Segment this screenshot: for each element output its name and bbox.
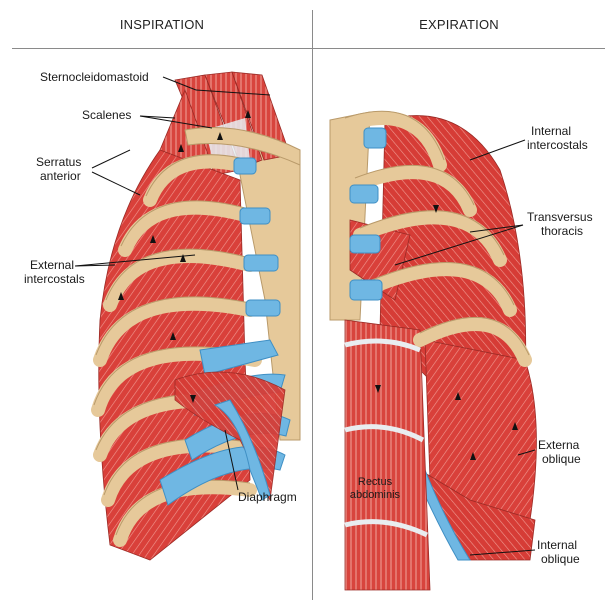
- label-internal-intercostals: Internal intercostals: [527, 124, 588, 152]
- label-scalenes: Scalenes: [82, 108, 131, 122]
- label-transversus-line2: thoracis: [527, 224, 593, 238]
- inspiration-ribcage: [94, 72, 300, 560]
- label-external-ic-line1: External: [24, 258, 85, 272]
- label-external-oblique: Externa oblique: [538, 438, 581, 466]
- label-internal-ic-line1: Internal: [527, 124, 588, 138]
- label-internal-oblique: Internal oblique: [537, 538, 580, 566]
- label-serratus-line2: anterior: [36, 169, 81, 183]
- label-rectus-abdominis: Rectus abdominis: [345, 476, 405, 502]
- label-transversus-line1: Transversus: [527, 210, 593, 224]
- label-external-oblique-line1: Externa: [538, 438, 581, 452]
- label-external-ic-line2: intercostals: [24, 272, 85, 286]
- label-serratus-anterior: Serratus anterior: [36, 155, 81, 183]
- label-diaphragm: Diaphragm: [238, 490, 297, 504]
- expiration-ribcage: [330, 111, 536, 590]
- label-internal-ic-line2: intercostals: [527, 138, 588, 152]
- label-serratus-line1: Serratus: [36, 155, 81, 169]
- label-internal-oblique-line2: oblique: [537, 552, 580, 566]
- label-transversus-thoracis: Transversus thoracis: [527, 210, 593, 238]
- label-external-intercostals: External intercostals: [24, 258, 85, 286]
- label-internal-oblique-line1: Internal: [537, 538, 580, 552]
- label-rectus-line2: abdominis: [345, 489, 405, 502]
- label-rectus-line1: Rectus: [345, 476, 405, 489]
- label-sternocleidomastoid: Sternocleidomastoid: [40, 70, 149, 84]
- label-external-oblique-line2: oblique: [538, 452, 581, 466]
